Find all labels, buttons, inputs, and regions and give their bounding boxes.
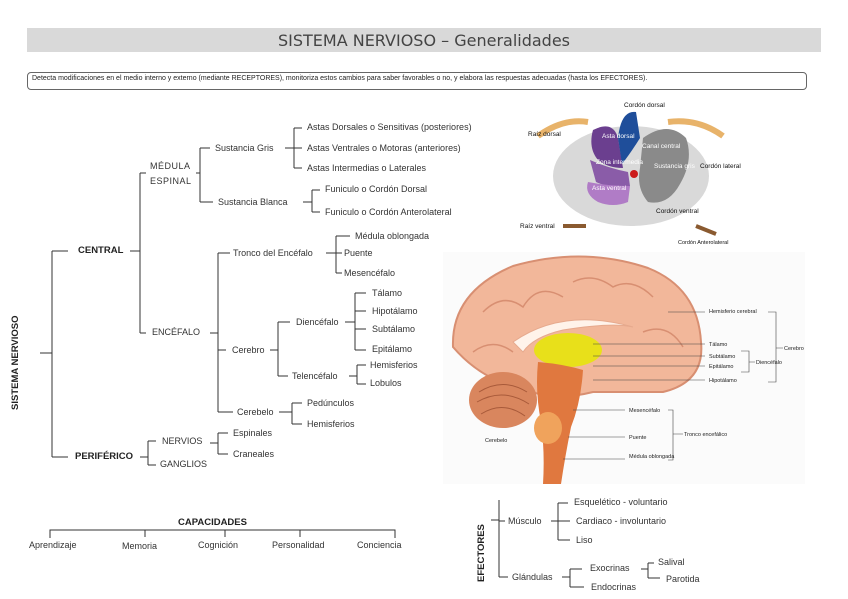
capacidad-item-4: Personalidad bbox=[272, 540, 325, 550]
spinal-label-0: Cordón dorsal bbox=[624, 102, 665, 109]
tronco-item-1: Médula oblongada bbox=[355, 231, 430, 241]
dien-item-2: Hipotálamo bbox=[372, 306, 418, 316]
spinal-cord-figure: Cordón dorsal Raíz dorsal Asta dorsal Ca… bbox=[520, 102, 741, 246]
asta-ventral bbox=[587, 182, 630, 205]
spinal-label-3: Canal central bbox=[642, 143, 681, 150]
capacidades-label: CAPACIDADES bbox=[178, 517, 247, 528]
brain-label-7: Mesencéfalo bbox=[629, 408, 660, 414]
musculo-item-3: Liso bbox=[576, 535, 593, 545]
cerebelo-label: Cerebelo bbox=[237, 407, 274, 417]
diencefalo-label: Diencéfalo bbox=[296, 317, 339, 327]
definition-text: Detecta modificaciones en el medio inter… bbox=[32, 75, 648, 82]
medula-label-2: ESPINAL bbox=[150, 176, 192, 186]
brain-label-3: Epitálamo bbox=[709, 364, 733, 370]
musculo-item-2: Cardiaco - involuntario bbox=[576, 516, 667, 526]
cerebelo-item-2: Hemisferios bbox=[307, 419, 355, 429]
cordon-dorsal-region bbox=[618, 111, 640, 164]
sustancia-gris-label: Sustancia Gris bbox=[215, 143, 274, 153]
spinal-label-9: Raíz ventral bbox=[520, 223, 555, 230]
title-bar: SISTEMA NERVIOSO – Generalidades bbox=[27, 28, 821, 52]
nervios-label: NERVIOS bbox=[162, 436, 203, 446]
encefalo-label: ENCÉFALO bbox=[152, 327, 201, 337]
spinal-label-4: Zona intermedia bbox=[596, 159, 643, 166]
tel-item-1: Hemisferios bbox=[370, 360, 418, 370]
corpus-callosum bbox=[512, 319, 634, 353]
exo-item-2: Parotida bbox=[666, 574, 700, 584]
periferico-item-1: Espinales bbox=[233, 428, 273, 438]
dorsal-root-left bbox=[536, 118, 589, 139]
musculo-item-1: Esquelético - voluntario bbox=[574, 497, 668, 507]
spinal-label-8: Cordón ventral bbox=[656, 208, 699, 215]
definition-box: Detecta modificaciones en el medio inter… bbox=[27, 72, 807, 90]
spinal-label-5: Sustancia gris bbox=[654, 163, 696, 170]
dien-item-1: Tálamo bbox=[372, 288, 403, 298]
cerebro-label: Cerebro bbox=[232, 345, 265, 355]
capacidad-item-2: Memoria bbox=[122, 541, 158, 551]
cerebelo-item-1: Pedúnculos bbox=[307, 398, 355, 408]
ventral-root-right bbox=[695, 224, 717, 236]
ganglios-label: GANGLIOS bbox=[160, 459, 208, 469]
dien-item-3: Subtálamo bbox=[372, 324, 416, 334]
page-title: SISTEMA NERVIOSO – Generalidades bbox=[277, 31, 571, 50]
thalamus bbox=[534, 333, 602, 367]
capacidad-item-5: Conciencia bbox=[357, 540, 402, 550]
brain-label-4: Hipotálamo bbox=[709, 378, 737, 384]
medula-label-1: MÉDULA bbox=[150, 161, 191, 171]
sustancia-gris-lateral bbox=[639, 129, 689, 203]
tronco-item-3: Mesencéfalo bbox=[344, 268, 396, 278]
spinal-label-7: Asta ventral bbox=[592, 185, 627, 192]
root-label: SISTEMA NERVIOSO bbox=[10, 315, 21, 411]
sg-item-1: Astas Dorsales o Sensitivas (posteriores… bbox=[307, 122, 472, 132]
periferico-label: PERIFÉRICO bbox=[75, 451, 134, 462]
capacidad-item-1: Aprendizaje bbox=[29, 540, 77, 550]
endocrinas-label: Endocrinas bbox=[591, 582, 637, 592]
capacidad-item-3: Cognición bbox=[198, 540, 239, 550]
spinal-label-10: Cordón Anterolateral bbox=[678, 240, 728, 246]
telencefalo-label: Telencéfalo bbox=[292, 371, 338, 381]
brain-figure: Hemisferio cerebral Tálamo Subtálamo Epi… bbox=[443, 252, 805, 484]
periferico-item-2: Craneales bbox=[233, 449, 275, 459]
sg-item-2: Astas Ventrales o Motoras (anteriores) bbox=[307, 143, 461, 153]
exocrinas-label: Exocrinas bbox=[590, 563, 630, 573]
musculo-label: Músculo bbox=[508, 516, 542, 526]
tel-item-2: Lobulos bbox=[370, 378, 402, 388]
sg-item-3: Astas Intermedias o Laterales bbox=[307, 163, 427, 173]
spinal-label-1: Raíz dorsal bbox=[528, 131, 561, 138]
asta-dorsal bbox=[591, 126, 623, 168]
sb-item-2: Funiculo o Cordón Anterolateral bbox=[325, 207, 452, 217]
spinal-label-2: Asta dorsal bbox=[602, 133, 635, 140]
brain-label-9: Tronco encefálico bbox=[684, 432, 727, 438]
zona-intermedia bbox=[590, 160, 630, 187]
brain-label-6: Cerebro bbox=[784, 346, 804, 352]
tronco-label: Tronco del Encéfalo bbox=[233, 248, 313, 258]
central-label: CENTRAL bbox=[78, 245, 124, 256]
dien-item-4: Epitálamo bbox=[372, 344, 413, 354]
brain-label-8: Puente bbox=[629, 435, 646, 441]
brain-label-10: Médula oblongada bbox=[629, 454, 675, 460]
canal-central bbox=[630, 170, 638, 178]
brain-label-5: Diencéfalo bbox=[756, 360, 782, 366]
dorsal-root-right bbox=[667, 118, 725, 139]
sustancia-blanca-label: Sustancia Blanca bbox=[218, 197, 288, 207]
tronco-item-2: Puente bbox=[344, 248, 373, 258]
glandulas-label: Glándulas bbox=[512, 572, 553, 582]
cerebellum bbox=[469, 372, 537, 428]
sb-item-1: Funiculo o Cordón Dorsal bbox=[325, 184, 428, 194]
brain-label-1: Tálamo bbox=[709, 342, 727, 348]
brain-label-2: Subtálamo bbox=[709, 354, 735, 360]
pons bbox=[534, 412, 562, 444]
brain-label-11: Cerebelo bbox=[485, 438, 507, 444]
brain-label-0: Hemisferio cerebral bbox=[709, 309, 757, 315]
spinal-label-6: Cordón lateral bbox=[700, 163, 741, 170]
efectores-label: EFECTORES bbox=[476, 524, 487, 582]
exo-item-1: Salival bbox=[658, 557, 685, 567]
